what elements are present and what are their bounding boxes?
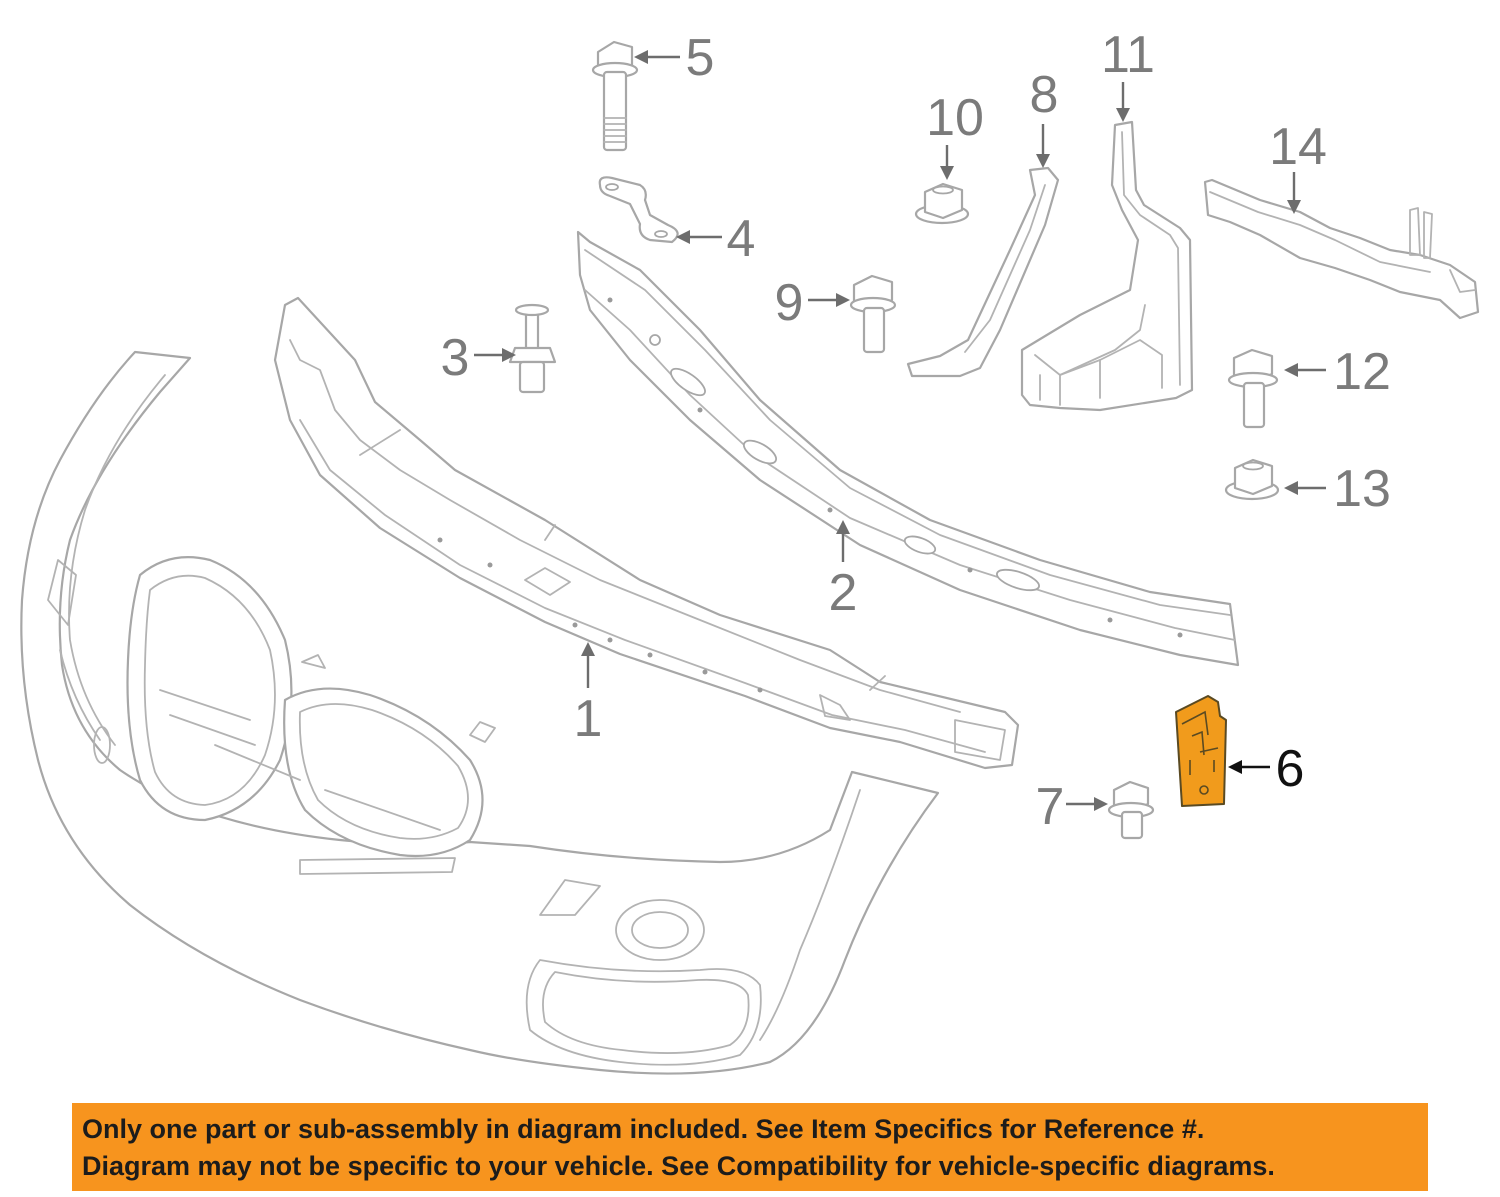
disclaimer-line-1: Only one part or sub-assembly in diagram…: [82, 1114, 1205, 1144]
callout-arrows: [474, 50, 1326, 811]
parts-diagram: 1 2 3 4 5 6 7 8 9 10 11 12 13 14: [20, 26, 1480, 1075]
bolt-12-part: [1227, 348, 1279, 429]
nut-13-part: [1224, 458, 1280, 501]
callout-14: 14: [1269, 118, 1327, 176]
push-pin-part: [508, 303, 557, 394]
callout-10: 10: [926, 89, 984, 147]
nut-10-part: [914, 182, 970, 225]
callout-7: 7: [1036, 778, 1065, 836]
reinforcement-bar-part: [576, 230, 1240, 667]
side-guide-part: [1203, 178, 1480, 320]
callout-6: 6: [1276, 740, 1305, 798]
callout-12: 12: [1333, 343, 1391, 401]
bracket-part-highlighted: [1175, 695, 1227, 807]
energy-absorber-part: [273, 296, 1020, 770]
callout-11: 11: [1101, 26, 1155, 84]
mounting-bracket-part: [1020, 120, 1194, 412]
callout-8: 8: [1030, 66, 1059, 124]
callout-4: 4: [727, 210, 756, 268]
callout-9: 9: [775, 274, 804, 332]
callout-5: 5: [686, 29, 715, 87]
callout-13: 13: [1333, 460, 1391, 518]
callout-3: 3: [441, 329, 470, 387]
disclaimer-banner: Only one part or sub-assembly in diagram…: [72, 1103, 1428, 1191]
bumper-cover: [20, 350, 940, 1075]
callout-1: 1: [574, 690, 603, 748]
bolt-9-part: [849, 274, 897, 354]
side-support-part: [906, 166, 1060, 378]
callout-2: 2: [829, 564, 858, 622]
callout-labels: 1 2 3 4 5 6 7 8 9 10 11 12 13 14: [441, 26, 1391, 836]
long-bolt-part: [591, 40, 639, 152]
bolt-7-part: [1107, 780, 1155, 840]
disclaimer-line-2: Diagram may not be specific to your vehi…: [82, 1151, 1275, 1181]
bracket-strap-part: [598, 176, 679, 244]
